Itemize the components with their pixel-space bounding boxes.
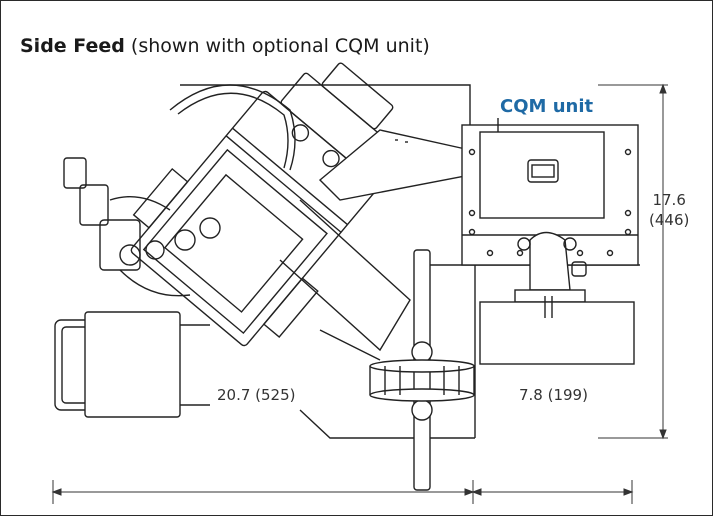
dimension-height-mm: (446)	[649, 211, 690, 229]
dimension-lines	[51, 83, 668, 504]
tilted-drive-body	[130, 62, 394, 347]
cqm-mount	[479, 231, 635, 365]
dimension-height-in: 17.6	[652, 191, 686, 209]
hose	[169, 84, 296, 171]
dimension-height: 17.6 (446)	[649, 190, 689, 230]
post-assembly	[369, 249, 475, 491]
dimension-width-main: 20.7 (525)	[217, 386, 296, 404]
figure-title-bold: Side Feed	[20, 35, 125, 57]
cqm-unit-label: CQM unit	[500, 96, 594, 117]
cqm-unit	[461, 118, 639, 266]
dimension-width-cqm: 7.8 (199)	[519, 386, 588, 404]
figure-title: Side Feed (shown with optional CQM unit)	[20, 35, 430, 57]
valve-assembly	[63, 157, 221, 297]
motor-housing	[54, 311, 210, 418]
figure-title-rest: (shown with optional CQM unit)	[124, 35, 430, 57]
